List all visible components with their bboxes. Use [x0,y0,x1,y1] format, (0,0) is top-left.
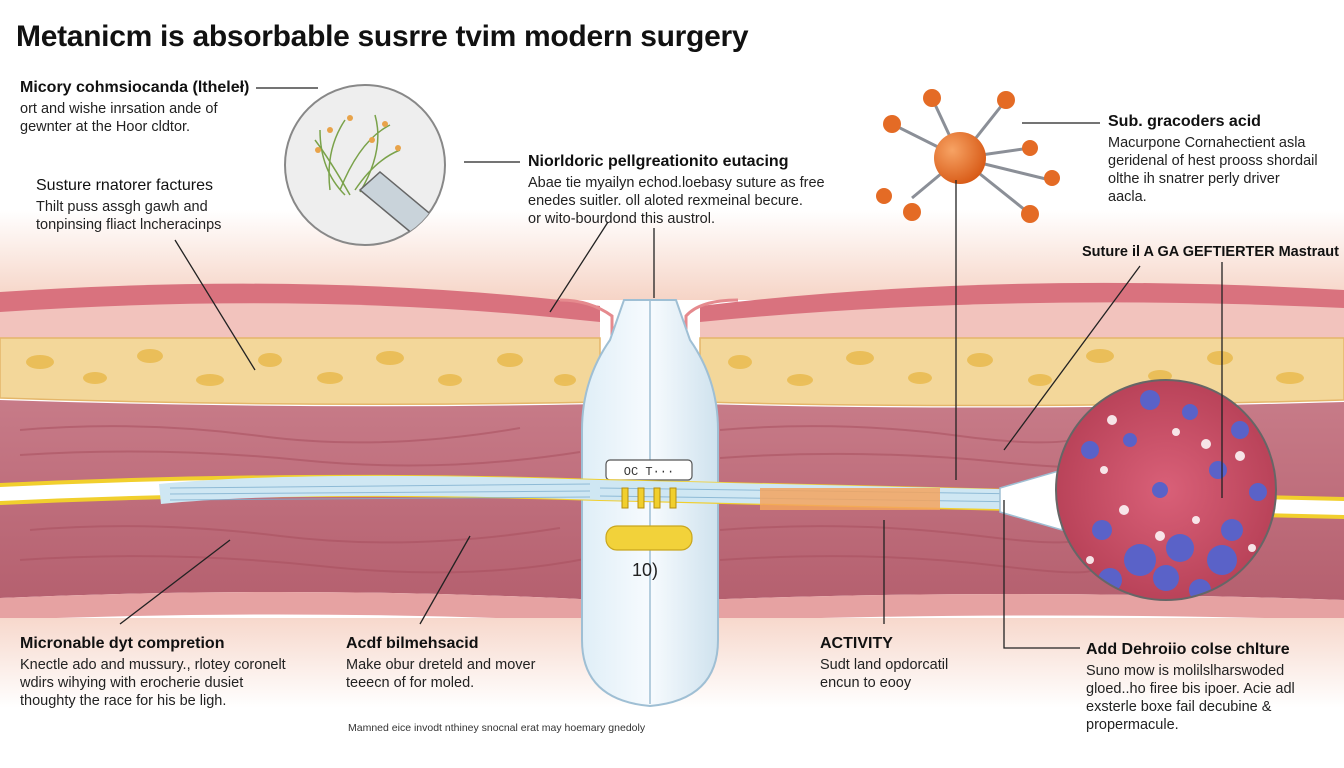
label-top-right-heading: Sub. gracoders acid [1108,113,1261,130]
label-top-right-line: Macurpone Cornahectient asla [1108,135,1306,151]
label-bottom-left-line: wdirs wihying with erocherie dusiet [20,675,244,692]
label-right-mid: Suture il A GA GEFTIERTER Mastraut [1082,243,1340,261]
label-bottom-center: Acdf bilmehsacid Make obur dreteld and m… [346,634,566,692]
label-mid-left-line: Thilt puss assgh gawh and [36,199,208,215]
molecule-icon [876,89,1060,223]
label-center-top: Niorldoric pellgreationito eutacing Abae… [528,152,858,228]
label-center-top-line: enedes suitler. oll aloted rexmeinal bec… [528,193,803,210]
label-center-top-line: or wito-bourdond this austrol. [528,211,715,228]
leader-lines [119,87,1223,649]
label-top-right-line: aacla. [1108,189,1147,206]
dermis-left [0,303,600,340]
needle-tag-text: OC T··· [624,465,674,479]
suture-knots [621,487,677,509]
fat-layer-left [0,337,601,405]
label-bottom-right-line: Suno mow is molilslharswoded [1086,663,1285,679]
label-bottom-mid-right-heading: ACTIVITY [820,635,893,652]
label-bottom-left: Micronable dyt compretion Knectle ado an… [20,634,320,710]
suture-tip [999,469,1063,531]
label-bottom-right-line: propermacule. [1086,717,1179,734]
label-center-top-line: Abae tie myailyn echod.loebasy suture as… [528,175,825,191]
label-bottom-mid-right-line: Sudt land opdorcatil [820,657,949,673]
label-bottom-mid-right: ACTIVITY Sudt land opdorcatil encun to e… [820,634,1020,692]
needle-yellow-pad [605,525,693,551]
label-bottom-center-line: teeecn of for moled. [346,675,475,692]
dermis-right [700,302,1344,340]
label-bottom-left-line: Knectle ado and mussury., rlotey coronel… [20,657,286,673]
muscle-layer-left [0,400,600,600]
footer-caption: Mamned eice invodt nthiney snocnal erat … [348,722,646,734]
needle-tag [605,459,693,481]
incision-edge-right [684,298,739,620]
label-top-left-heading: Micory cohmsiocanda (ltheleł) [20,79,250,96]
label-bottom-right: Add Dehroiio colse chlture Suno mow is m… [1086,640,1336,735]
label-center-top-heading: Niorldoric pellgreationito eutacing [528,153,789,170]
label-bottom-center-line: Make obur dreteld and mover [346,657,536,673]
label-bottom-right-heading: Add Dehroiio colse chlture [1086,641,1290,658]
label-top-right-line: olthe ih snatrer perly driver [1108,171,1280,188]
label-top-left-line: gewnter at the Hoor cldtor. [20,119,191,136]
label-top-left-line: ort and wishe inrsation ande of [20,101,218,117]
label-top-right: Sub. gracoders acid Macurpone Cornahecti… [1108,112,1338,207]
suture-orange-segment [760,488,940,510]
fat-layer-right [699,337,1344,407]
incision-edge-left [559,298,614,620]
label-mid-left-heading: Susture rnatorer factures [36,177,213,194]
needle-number: 10) [632,560,659,580]
label-bottom-right-line: exsterle boxe fail decubine & [1086,699,1272,716]
label-bottom-right-line: gloed..ho firee bis ipoer. Acie adl [1086,681,1295,698]
label-top-left: Micory cohmsiocanda (ltheleł) ort and wi… [20,78,320,136]
label-bottom-left-line: thoughty the race for his be ligh. [20,693,227,710]
label-bottom-left-heading: Micronable dyt compretion [20,635,225,652]
page-title: Metanicm is absorbable susrre tvim moder… [16,20,749,53]
label-bottom-center-heading: Acdf bilmehsacid [346,635,479,652]
label-mid-left-line: tonpinsing fliact lncheracinps [36,217,222,234]
label-bottom-mid-right-line: encun to eooy [820,675,912,692]
cell-inset-ring [1055,379,1277,601]
label-top-right-line: geridenal of hest prooss shordail [1108,153,1318,170]
label-right-mid-heading: Suture il A GA GEFTIERTER Mastraut [1082,244,1339,260]
label-mid-left: Susture rnatorer factures Thilt puss ass… [36,176,276,234]
